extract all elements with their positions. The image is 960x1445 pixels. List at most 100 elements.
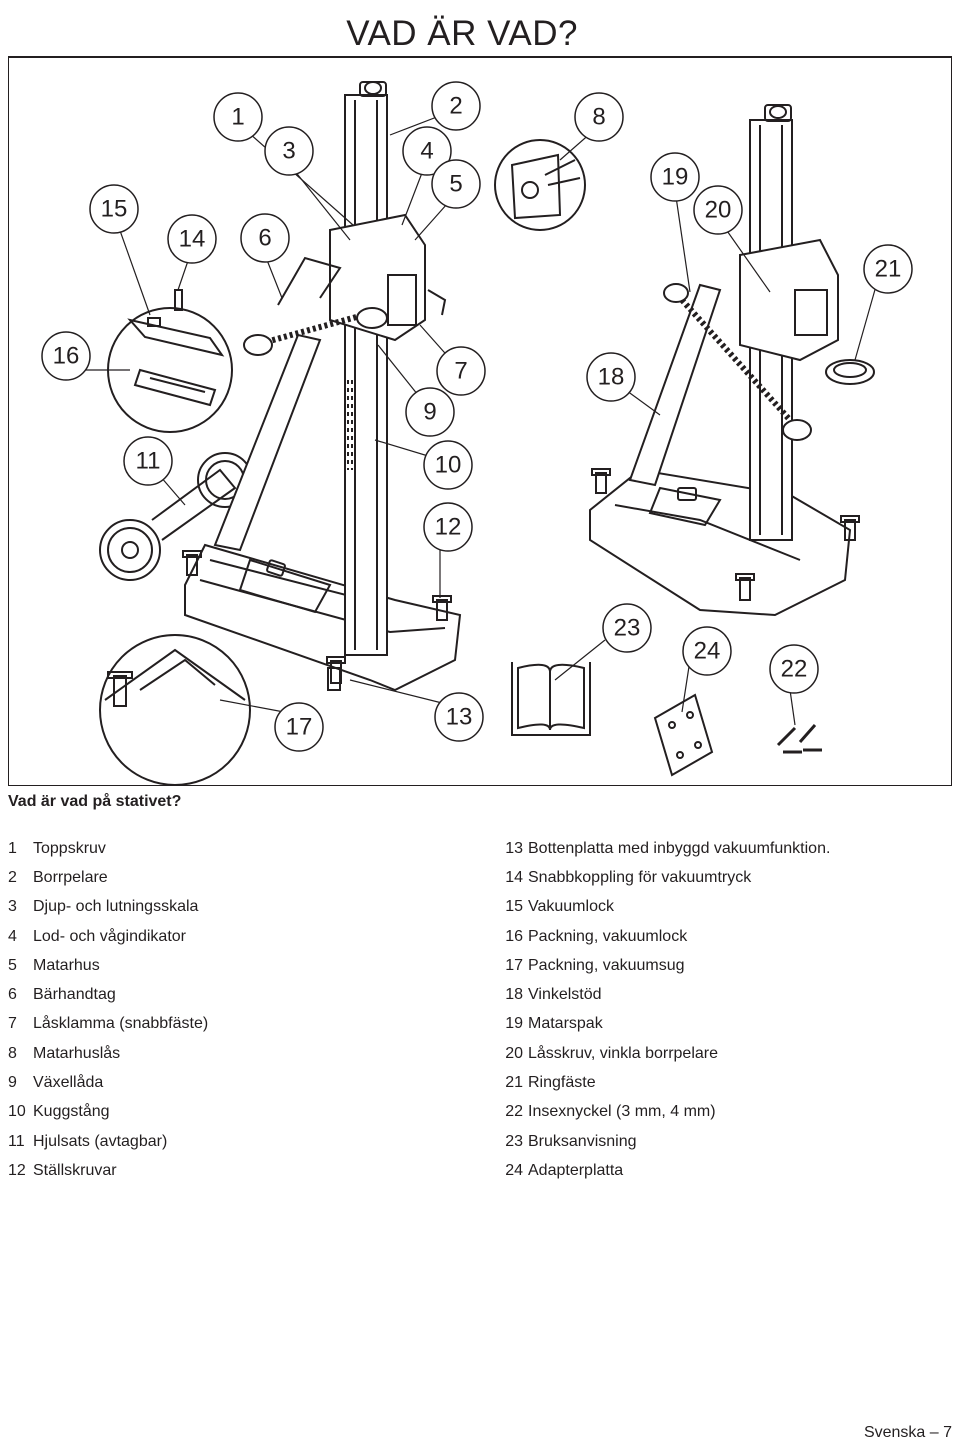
callout-21: 21 [875, 256, 902, 283]
leveling-screw-icon [840, 515, 860, 541]
list-item: 1 Toppskruv [8, 834, 208, 863]
part-number: 13 [505, 839, 523, 857]
list-item: 11 Hjulsats (avtagbar) [8, 1127, 208, 1156]
hex-key-illustration [776, 724, 822, 754]
list-item: 7 Låsklamma (snabbfäste) [8, 1010, 208, 1039]
part-label: Låsskruv, vinkla borrpelare [528, 1044, 719, 1062]
list-item: 24 Adapterplatta [498, 1156, 830, 1185]
callout-20: 20 [705, 197, 732, 224]
callout-9: 9 [423, 399, 436, 426]
callout-circles [41, 81, 913, 752]
header-rule [8, 56, 952, 58]
part-label: Matarhuslås [33, 1044, 121, 1062]
part-number: 18 [505, 986, 523, 1004]
part-number: 10 [8, 1103, 26, 1121]
part-number: 4 [8, 927, 17, 945]
list-item: 15 Vakuumlock [498, 893, 830, 922]
adapter-plate-illustration [653, 693, 714, 777]
list-item: 23 Bruksanvisning [498, 1127, 830, 1156]
list-item: 20 Låsskruv, vinkla borrpelare [498, 1039, 830, 1068]
part-number: 11 [8, 1132, 25, 1150]
callout-8: 8 [592, 104, 605, 131]
part-number: 2 [8, 868, 17, 886]
callout-4: 4 [420, 138, 433, 165]
leveling-screw-icon [432, 595, 452, 621]
part-label: Snabbkoppling för vakuumtryck [528, 868, 752, 886]
left-stand-illustration [99, 81, 462, 692]
part-number: 1 [8, 839, 17, 857]
list-item: 3 Djup- och lutningsskala [8, 893, 208, 922]
part-label: Matarhus [33, 956, 100, 974]
part-number: 19 [505, 1015, 523, 1033]
part-label: Låsklamma (snabbfäste) [33, 1015, 209, 1033]
part-label: Packning, vakuumsug [528, 956, 685, 974]
callout-numbers: 1 2 3 4 5 6 7 8 9 10 11 12 13 14 15 16 1… [53, 93, 902, 741]
callout-3: 3 [282, 138, 295, 165]
part-number: 17 [505, 956, 523, 974]
part-number: 20 [505, 1044, 523, 1062]
part-label: Bruksanvisning [528, 1132, 637, 1150]
list-item: 17 Packning, vakuumsug [498, 951, 830, 980]
leveling-screw-icon [591, 468, 611, 494]
callout-5: 5 [449, 171, 462, 198]
callout-12: 12 [435, 514, 462, 541]
manual-book-illustration [511, 662, 591, 736]
callout-24: 24 [694, 638, 721, 665]
callout-2: 2 [449, 93, 462, 120]
part-label: Toppskruv [33, 839, 106, 857]
callout-7: 7 [454, 358, 467, 385]
list-item: 18 Vinkelstöd [498, 980, 830, 1009]
part-number: 8 [8, 1044, 17, 1062]
part-label: Vinkelstöd [528, 986, 602, 1004]
list-item: 5 Matarhus [8, 951, 208, 980]
part-label: Packning, vakuumlock [528, 927, 688, 945]
page-footer: Svenska – 7 [863, 1424, 952, 1441]
part-label: Adapterplatta [528, 1161, 624, 1179]
part-number: 21 [505, 1074, 523, 1092]
callout-17: 17 [286, 714, 313, 741]
part-label: Djup- och lutningsskala [33, 898, 199, 916]
part-number: 23 [505, 1132, 523, 1150]
part-label: Kuggstång [33, 1103, 110, 1121]
part-number: 16 [505, 927, 523, 945]
part-label: Lod- och vågindikator [33, 927, 186, 945]
part-number: 24 [505, 1161, 523, 1179]
part-number: 3 [8, 898, 17, 916]
part-number: 7 [8, 1015, 17, 1033]
list-item: 13 Bottenplatta med inbyggd vakuumfunktio… [498, 834, 830, 863]
list-item: 4 Lod- och vågindikator [8, 922, 208, 951]
parts-list-left: 1 Toppskruv 2 Borrpelare 3 Djup- och lutnin… [8, 834, 208, 1186]
parts-diagram: 1 2 3 4 5 6 7 8 9 10 11 12 13 14 15 16 1… [41, 81, 913, 786]
callout-11: 11 [136, 448, 161, 475]
detail-gasket-illustration [99, 634, 341, 786]
part-label: Växellåda [33, 1074, 104, 1092]
part-number: 5 [8, 956, 17, 974]
part-label: Borrpelare [33, 868, 108, 886]
callout-10: 10 [435, 452, 462, 479]
part-number: 14 [505, 868, 523, 886]
part-label: Bottenplatta med inbyggd vakuumfunktion. [528, 839, 831, 857]
list-item: 16 Packning, vakuumlock [498, 922, 830, 951]
leveling-screw-icon [735, 573, 755, 601]
list-item: 2 Borrpelare [8, 863, 208, 892]
part-label: Hjulsats (avtagbar) [33, 1132, 168, 1150]
part-number: 12 [8, 1161, 26, 1179]
callout-6: 6 [258, 225, 271, 252]
page-title: VAD ÄR VAD? [346, 14, 578, 53]
callout-13: 13 [446, 704, 473, 731]
callout-19: 19 [662, 164, 689, 191]
list-item: 8 Matarhuslås [8, 1039, 208, 1068]
part-label: Vakuumlock [528, 898, 614, 916]
part-number: 15 [505, 898, 523, 916]
leveling-screw-icon [182, 550, 202, 576]
callout-16: 16 [53, 343, 80, 370]
figure-frame [8, 58, 952, 786]
callout-14: 14 [179, 226, 206, 253]
list-item: 14 Snabbkoppling för vakuumtryck [498, 863, 830, 892]
part-number: 22 [505, 1103, 523, 1121]
